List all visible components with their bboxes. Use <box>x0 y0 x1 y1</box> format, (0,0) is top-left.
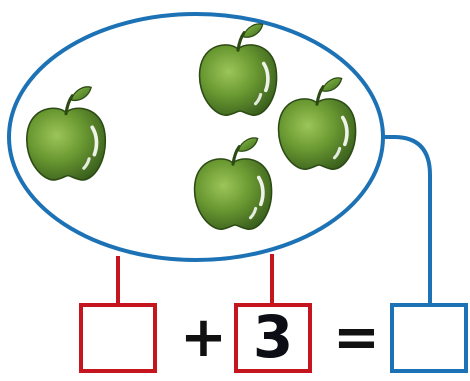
result-answer-box[interactable] <box>390 303 468 373</box>
left-answer-box[interactable] <box>79 303 157 373</box>
plus-sign: + <box>180 305 227 370</box>
result-connector-line <box>381 135 432 305</box>
equals-sign: = <box>333 305 380 370</box>
middle-number-box: 3 <box>234 303 312 373</box>
middle-value: 3 <box>252 303 294 371</box>
